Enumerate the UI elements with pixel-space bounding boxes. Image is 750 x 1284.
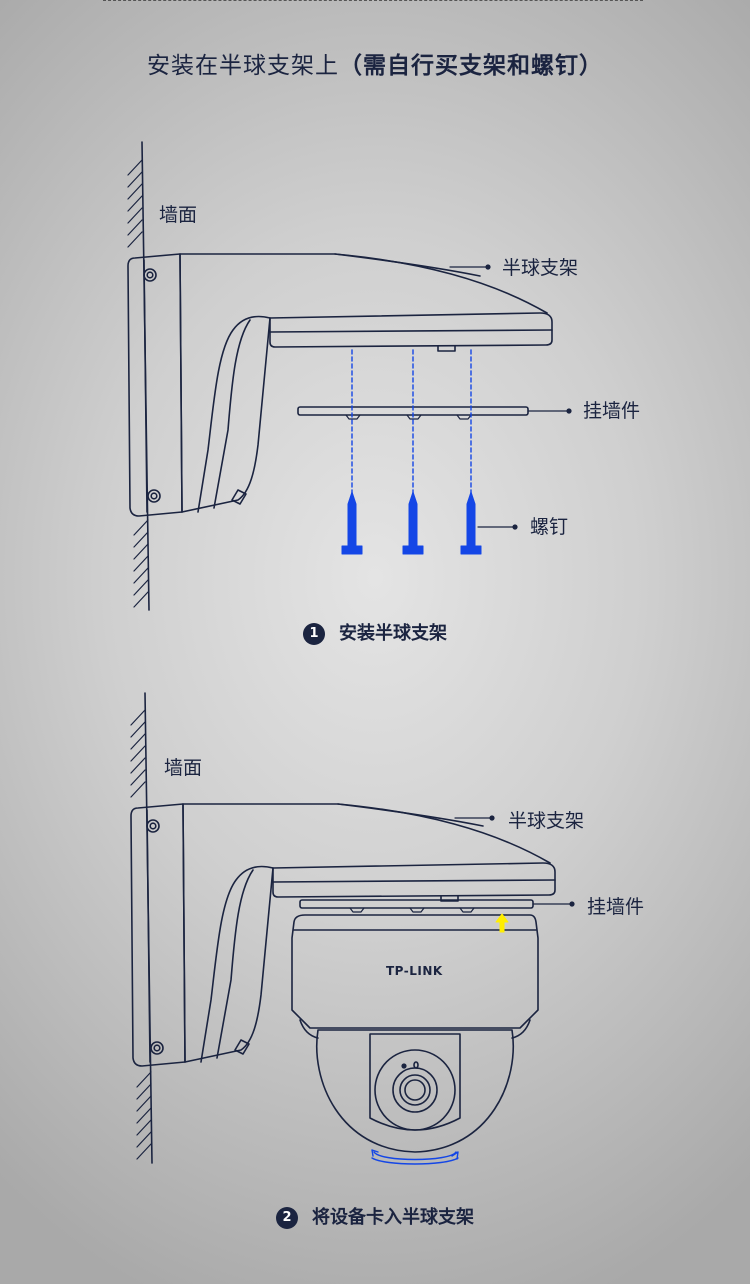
step-1-badge: 1	[303, 623, 325, 645]
fig1-label-screw: 螺钉	[530, 516, 569, 538]
camera-brand-logo: TP-LINK	[386, 964, 443, 978]
fig2-step-caption: 2 将设备卡入半球支架	[0, 1203, 750, 1229]
fig1-label-mount: 挂墙件	[583, 400, 641, 422]
fig2-camera	[291, 914, 539, 1153]
step-2-badge: 2	[276, 1207, 298, 1229]
fig2-wall-mount-plate	[299, 899, 534, 913]
fig2-bracket	[130, 803, 556, 1067]
fig2-leader-lines	[454, 815, 575, 907]
fig1-screws	[341, 491, 482, 555]
rotate-arrow-icon	[371, 1149, 459, 1165]
fig1-step-caption: 1 安装半球支架	[0, 619, 750, 645]
fig1-leader-lines	[449, 264, 572, 530]
fig2-label-mount: 挂墙件	[587, 896, 645, 918]
fig1-bracket	[127, 253, 553, 517]
page-title: 安装在半球支架上（需自行买支架和螺钉）	[0, 46, 750, 80]
fig2-label-wall: 墙面	[164, 757, 203, 779]
fig1-label-bracket: 半球支架	[502, 257, 579, 279]
step-2-text: 将设备卡入半球支架	[312, 1207, 474, 1228]
up-arrow-icon	[495, 913, 509, 933]
top-dashed-divider	[103, 0, 643, 1]
fig1-guide-lines	[351, 349, 472, 496]
fig1-label-wall: 墙面	[159, 204, 198, 226]
fig2-label-bracket: 半球支架	[508, 810, 585, 832]
title-note: （需自行买支架和螺钉）	[339, 53, 603, 79]
step-1-text: 安装半球支架	[339, 623, 447, 644]
title-main: 安装在半球支架上	[147, 53, 339, 79]
